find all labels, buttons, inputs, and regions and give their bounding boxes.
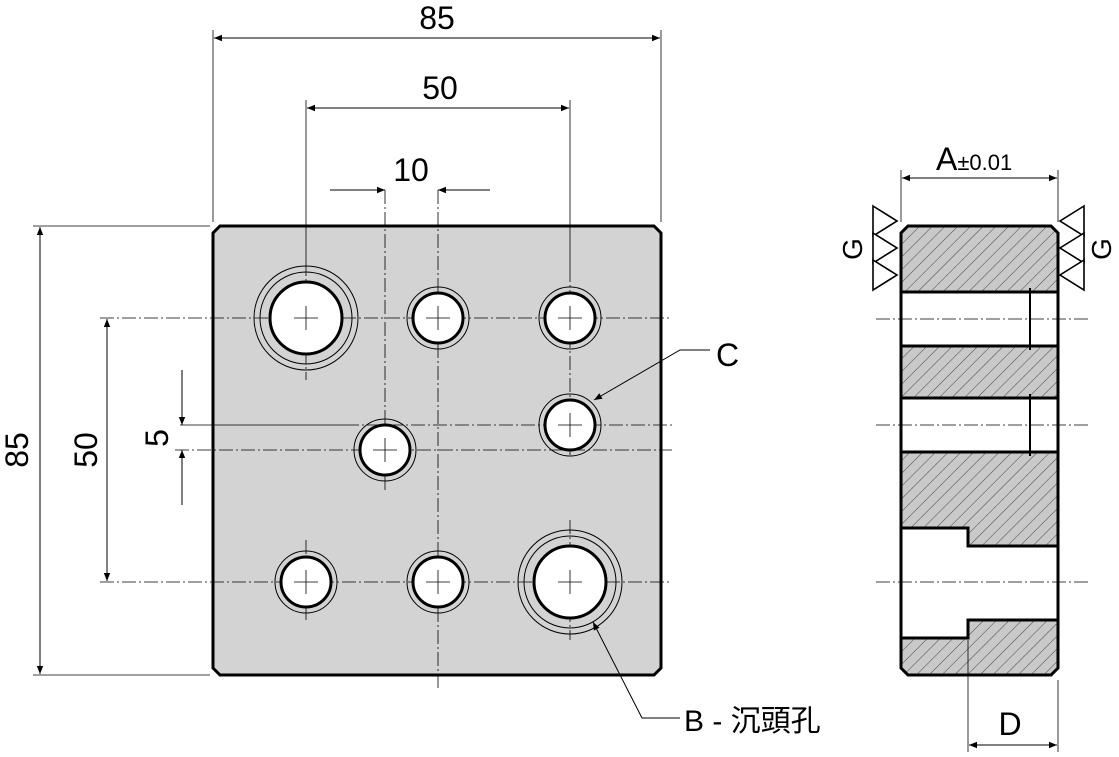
extension-lines — [33, 30, 662, 676]
side-centerlines — [876, 318, 1090, 583]
thickness-label: A — [936, 141, 958, 177]
dimension-lines — [36, 34, 710, 719]
front-view: 85 50 10 85 50 5 C B - 沉頭孔 — [0, 0, 821, 738]
thickness-dimension: A±0.01 — [936, 141, 1012, 177]
dim-height-overall: 85 — [0, 432, 35, 468]
ground-label-right: G — [1086, 238, 1117, 260]
callout-tapped-hole: C — [716, 337, 739, 373]
center-marks — [294, 306, 582, 594]
dim-offset-small: 10 — [393, 152, 429, 188]
side-view: G G A±0.01 D — [837, 141, 1117, 752]
dim-width-outer-holes: 50 — [422, 70, 458, 106]
dim-height-outer-holes: 50 — [68, 432, 104, 468]
thickness-tolerance: ±0.01 — [957, 150, 1012, 175]
counterbore-depth-label: D — [998, 706, 1021, 742]
counterbore-hole-bottom-right — [517, 529, 623, 635]
side-dimension-lines — [900, 170, 1059, 752]
grinding-symbol-left — [872, 204, 899, 292]
dim-width-overall: 85 — [419, 0, 455, 36]
dim-offset-vertical: 5 — [139, 429, 175, 447]
grinding-symbol-right — [1058, 204, 1085, 292]
callout-counterbore: B - 沉頭孔 — [684, 705, 821, 738]
hole-centerlines — [100, 190, 672, 690]
counterbore-hole-top-left — [253, 265, 359, 371]
ground-label-left: G — [837, 238, 868, 260]
